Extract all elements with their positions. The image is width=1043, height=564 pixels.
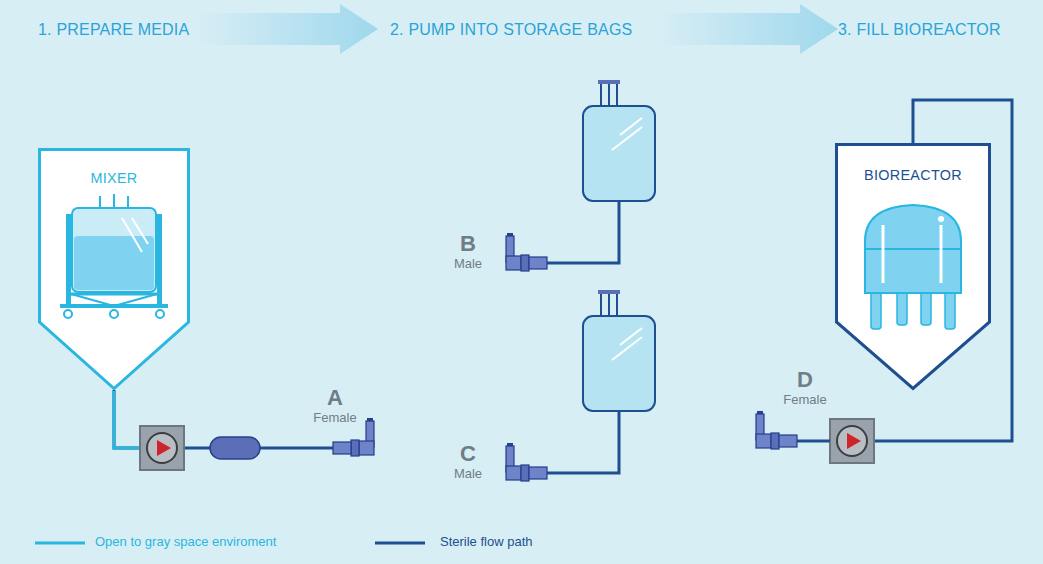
connector-female: AFemale: [310, 386, 378, 458]
connector-gender: Male: [448, 256, 488, 271]
connector-symbol: [506, 443, 568, 481]
connector-symbol: [756, 411, 830, 449]
step-heading: 1. PREPARE MEDIA: [38, 21, 189, 39]
connector-gender: Female: [780, 392, 830, 407]
filter-capsule: [210, 437, 260, 459]
legend-text: Sterile flow path: [440, 534, 533, 549]
panel-title: MIXER: [38, 170, 190, 186]
storage-bag: [568, 80, 655, 263]
connector-letter: A: [310, 386, 360, 410]
storage-bag: [568, 290, 655, 473]
tube-connector: [830, 100, 1012, 441]
connector-symbol: [506, 233, 568, 271]
connector-gender: Female: [310, 410, 360, 425]
step-heading: 2. PUMP INTO STORAGE BAGS: [390, 21, 632, 39]
step-arrow: [195, 4, 378, 54]
step-heading: 3. FILL BIOREACTOR: [838, 21, 1001, 39]
connector-gender: Male: [448, 466, 488, 481]
step-arrow: [655, 4, 838, 54]
pump-symbol: [830, 419, 874, 463]
connector-male: CMale: [448, 442, 568, 488]
connector-letter: C: [448, 442, 488, 466]
panel-title: BIOREACTOR: [835, 167, 991, 183]
open-tube: [114, 391, 142, 448]
legend-line-sample: [35, 542, 85, 545]
connector-letter: B: [448, 232, 488, 256]
legend-text: Open to gray space enviroment: [95, 534, 276, 549]
connector-letter: D: [780, 368, 830, 392]
legend-line-sample: [375, 542, 425, 545]
pump-symbol: [140, 426, 184, 470]
mixer-panel: MIXER: [38, 148, 190, 390]
connector-female: DFemale: [752, 368, 830, 450]
bioreactor-panel: BIOREACTOR: [835, 143, 991, 390]
connector-symbol: [752, 368, 830, 450]
connector-male: BMale: [448, 232, 568, 278]
